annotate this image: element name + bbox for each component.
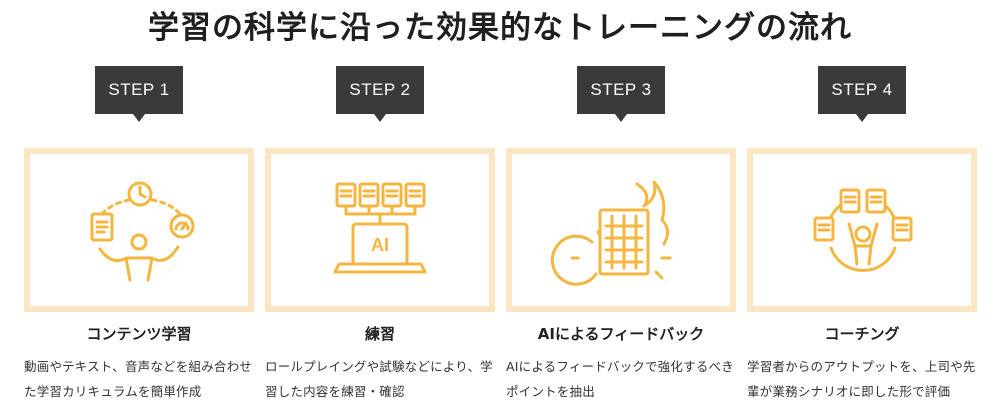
step-heading: 練習 (364, 325, 395, 343)
step-badge: STEP 1 (95, 66, 183, 114)
coaching-person-documents-icon (813, 188, 913, 273)
juggling-person-icon (90, 181, 195, 282)
step-description: 動画やテキスト、音声などを組み合わせ た学習カリキュラムを簡単作成 (24, 354, 260, 404)
step-card (747, 148, 977, 312)
desc-line: ロールプレイングや試験などにより、学 (265, 359, 493, 374)
step-description: ロールプレイングや試験などにより、学 習した内容を練習・確認 (265, 354, 501, 404)
svg-text:AI: AI (371, 235, 389, 255)
desc-line: 動画やテキスト、音声などを組み合わせ (24, 359, 252, 374)
step-badge: STEP 2 (336, 66, 424, 114)
ai-chip-gear-fire-icon (550, 180, 672, 286)
desc-line: AIによるフィードバックで強化するべき (506, 359, 734, 374)
step-heading: AIによるフィードバック (537, 325, 705, 343)
step-badge: STEP 3 (577, 66, 665, 114)
step-column-1: STEP 1 コンテンツ学習 動画やテキスト、音声などを組み合わせ た学習カリキ… (24, 0, 254, 413)
desc-line: た学習カリキュラムを簡単作成 (24, 384, 202, 399)
step-description: AIによるフィードバックで強化するべき ポイントを抽出 (506, 354, 742, 404)
step-card (24, 148, 254, 312)
step-column-4: STEP 4 コーチング 学習者からのアウトプットを、上司や先 輩が業務シナリオ… (747, 0, 977, 413)
step-badge-pointer (374, 114, 386, 122)
ai-laptop-documents-icon: AI (333, 182, 427, 274)
desc-line: 習した内容を練習・確認 (265, 384, 405, 399)
step-heading: コーチング (824, 325, 900, 343)
step-badge: STEP 4 (818, 66, 906, 114)
step-heading: コンテンツ学習 (86, 325, 192, 343)
page-title: 学習の科学に沿った効果的なトレーニングの流れ (148, 10, 852, 46)
desc-line: ポイントを抽出 (506, 384, 595, 399)
step-card: AI (265, 148, 495, 312)
desc-line: 学習者からのアウトプットを、上司や先 (747, 359, 976, 374)
step-column-2: STEP 2 AI 練習 ロールプレイングや試験などにより、学 習した内容を練習… (265, 0, 495, 413)
desc-line: 輩が業務シナリオに即した形で評価 (747, 384, 951, 399)
step-badge-pointer (856, 114, 868, 122)
step-card (506, 148, 736, 312)
step-badge-pointer (133, 114, 145, 122)
step-badge-pointer (615, 114, 627, 122)
step-description: 学習者からのアウトプットを、上司や先 輩が業務シナリオに即した形で評価 (747, 354, 983, 404)
step-column-3: STEP 3 AIによるフィードバック AIによるフィードバックで強化するべき … (506, 0, 736, 413)
